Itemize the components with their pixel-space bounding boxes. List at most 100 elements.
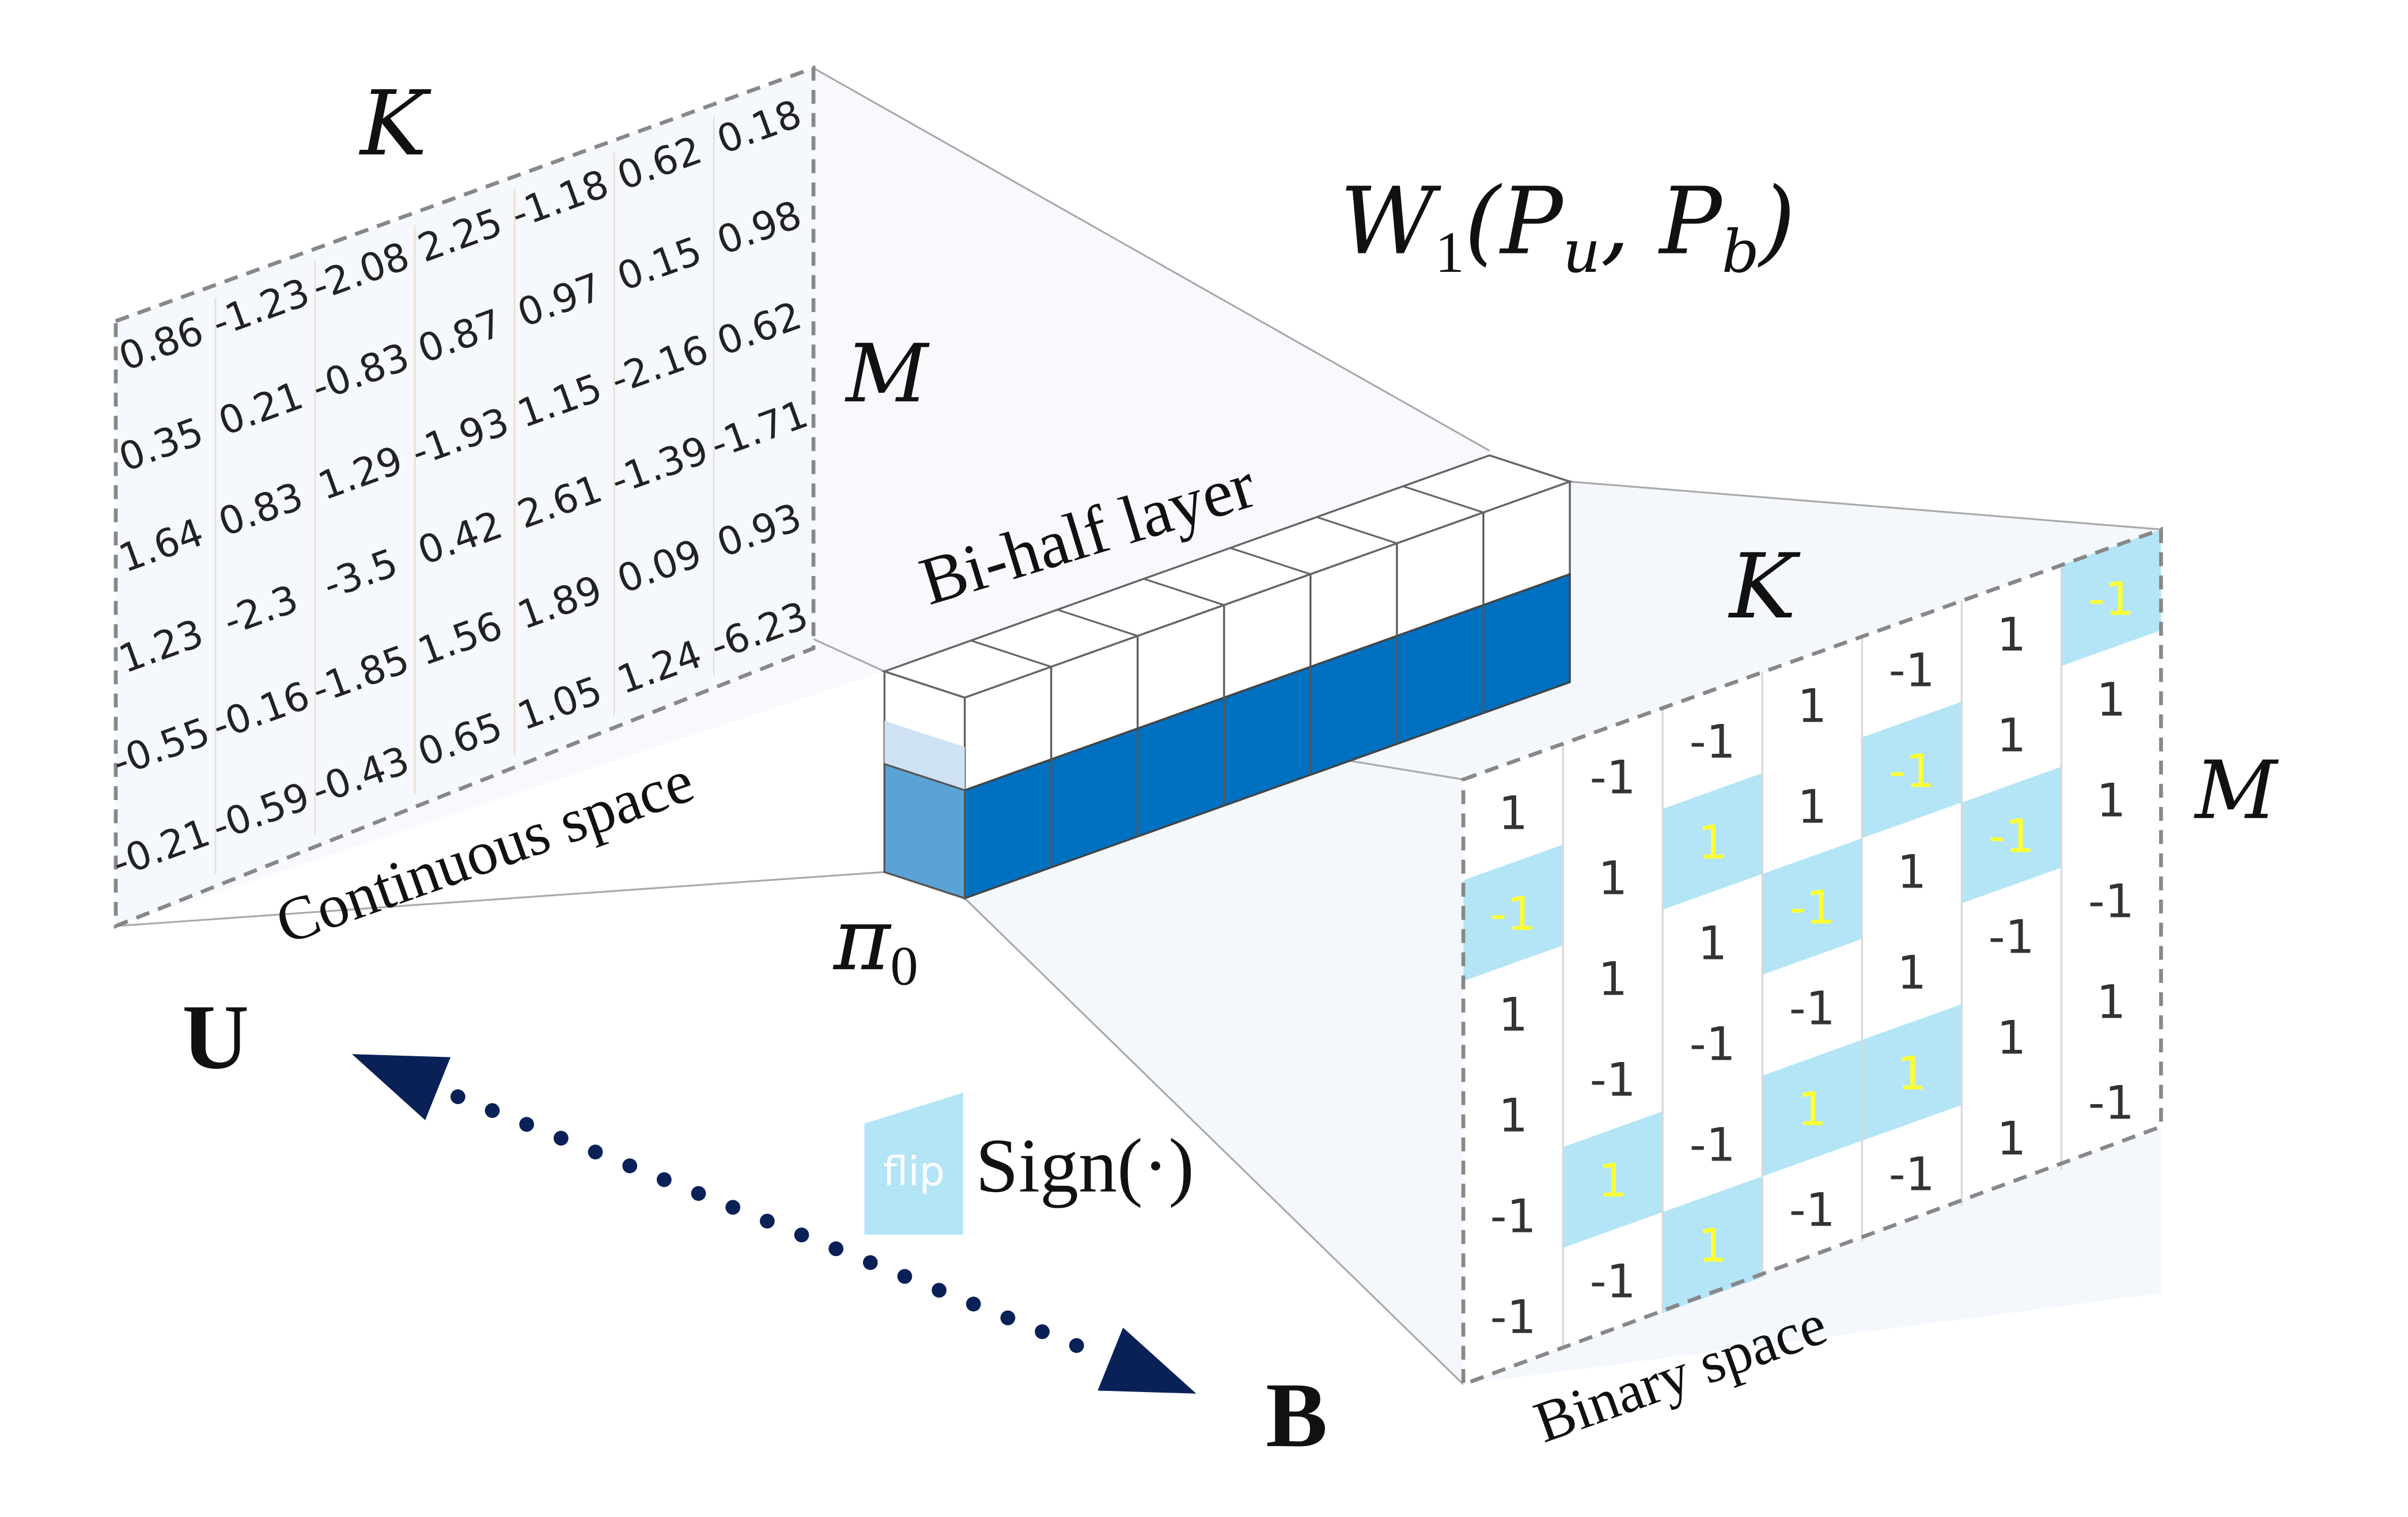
arrow-dot: [1069, 1338, 1084, 1353]
pi-label: π0: [832, 890, 918, 997]
binary-cell-value-flipped: -1: [2088, 571, 2134, 625]
binary-cell-value: -1: [2088, 874, 2134, 928]
w1-u-subscript: u: [1563, 218, 1601, 286]
binary-cell-value: 1: [1498, 987, 1528, 1041]
binary-cell-value: 1: [2096, 773, 2126, 827]
arrow-dot: [484, 1103, 500, 1118]
binary-cell-value: -1: [1789, 1183, 1835, 1237]
layer-top-divider: [1230, 547, 1311, 575]
binary-cell-value: -1: [1590, 1053, 1636, 1107]
binary-cell-value: -1: [1889, 643, 1935, 697]
layer-top-divider: [1403, 485, 1484, 514]
binary-cell-value: 1: [2096, 975, 2126, 1029]
layer-top-divider: [1057, 609, 1138, 637]
binary-cell-value: -1: [1789, 981, 1835, 1035]
binary-matrix: 1-1-11-11-1-1111-111111-11-111-1-1-11-1-…: [1490, 571, 2134, 1344]
flipped-cell-highlight: [1762, 838, 1862, 975]
binary-cell-value-flipped: 1: [1797, 1082, 1827, 1136]
u-b-dotted-arrow: [351, 1054, 1197, 1394]
binary-panel-border: [1461, 526, 2163, 1387]
w1-label: W1(Pu, Pb): [1340, 168, 1796, 286]
binary-cell-value: -1: [1590, 1254, 1636, 1309]
m-label-left: M: [844, 327, 930, 420]
flipped-cell-highlight: [1862, 1004, 1962, 1141]
binary-cell-value: 1: [1897, 844, 1926, 898]
binary-cell-value: 1: [1797, 779, 1827, 833]
flipped-cell-highlight: [1563, 1111, 1663, 1248]
arrow-dot: [932, 1283, 947, 1298]
arrow-dot: [828, 1241, 844, 1257]
projection-line: [1569, 480, 2161, 530]
arrow-dot: [657, 1172, 672, 1188]
k-label-right: K: [1728, 534, 1801, 639]
w1-open: (P: [1464, 168, 1565, 275]
binary-cell-value: -1: [1889, 1147, 1935, 1201]
arrow-dot: [966, 1296, 981, 1312]
binary-cell-value: 1: [1698, 916, 1727, 970]
w1-comma: , P: [1600, 168, 1723, 275]
w1-subscript: 1: [1435, 220, 1464, 285]
continuous-panel: 0.86-1.23-2.082.25-1.180.620.180.350.21-…: [107, 65, 816, 929]
binary-cell-value-flipped: -1: [1789, 880, 1835, 934]
flipped-cell-highlight: [1762, 1040, 1862, 1177]
flipped-cell-highlight: [1663, 1176, 1763, 1313]
arrow-dot: [519, 1117, 535, 1132]
m-label-right: M: [2193, 744, 2279, 837]
continuous-panel-border: [113, 65, 816, 929]
projection-line: [813, 67, 1490, 452]
binary-cell-value: 1: [2096, 672, 2126, 726]
binary-cell-value: -1: [1590, 750, 1636, 804]
binary-cell-value: -1: [1490, 1189, 1536, 1243]
continuous-panel-dividers: [214, 116, 715, 874]
projection-line: [115, 871, 885, 927]
layer-top-divider: [1144, 578, 1225, 606]
arrow-dot: [794, 1227, 809, 1243]
u-label: U: [182, 985, 249, 1088]
binary-cell-value: -1: [1690, 1017, 1736, 1071]
flipped-cell-highlight: [1663, 773, 1763, 910]
layer-side-light: [884, 720, 965, 791]
binary-cell-value-flipped: -1: [1490, 886, 1536, 940]
binary-panel-dividers: [1562, 565, 2062, 1349]
binary-flipped-cells: [1463, 529, 2161, 1313]
binary-panel: 1-1-11-11-1-1111-111111-11-111-1-1-11-1-…: [1461, 526, 2163, 1387]
binary-cell-value: -1: [1989, 909, 2035, 964]
flipped-cell-highlight: [1962, 767, 2062, 904]
arrow-head-b: [1097, 1328, 1197, 1394]
pi-main: π: [832, 890, 892, 990]
arrow-dot: [554, 1131, 569, 1146]
flip-legend-text: flip: [883, 1148, 945, 1195]
binary-cell-value-flipped: 1: [1698, 815, 1727, 869]
arrow-dot: [450, 1089, 465, 1105]
binary-cell-value: 1: [1997, 708, 2026, 762]
arrow-dot: [622, 1158, 638, 1174]
flipped-cell-highlight: [2061, 529, 2161, 666]
bihalf-layer-block: [881, 454, 1573, 900]
binary-cell-value: 1: [1498, 786, 1528, 840]
binary-cell-value: 1: [1997, 1112, 2026, 1166]
binary-cell-value-flipped: 1: [1698, 1219, 1727, 1273]
arrow-dot: [759, 1213, 775, 1229]
arrow-dot: [1035, 1324, 1050, 1340]
layer-side-mid: [883, 763, 966, 900]
layer-top-divider: [1316, 516, 1398, 544]
w1-main: W: [1340, 168, 1442, 275]
projection-line: [964, 897, 1464, 1385]
binary-cell-value: 1: [1498, 1089, 1528, 1143]
binary-cell-value-flipped: 1: [1897, 1046, 1926, 1101]
binary-cell-value-flipped: -1: [1989, 809, 2035, 863]
binary-cell-value: 1: [1797, 678, 1827, 733]
arrow-head-u: [351, 1054, 451, 1120]
flip-legend-swatch: [864, 1093, 963, 1235]
binary-cell-value-flipped: -1: [1889, 744, 1935, 798]
binary-cell-value: -1: [1690, 1118, 1736, 1172]
binary-cell-value: -1: [2088, 1076, 2134, 1130]
w1-b-subscript: b: [1722, 218, 1759, 286]
binary-cell-value: -1: [1490, 1290, 1536, 1344]
flipped-cell-highlight: [1862, 701, 1962, 839]
arrow-dot: [691, 1186, 706, 1201]
binary-cell-value: 1: [1997, 607, 2026, 661]
binary-cell-value-flipped: 1: [1598, 1154, 1627, 1208]
